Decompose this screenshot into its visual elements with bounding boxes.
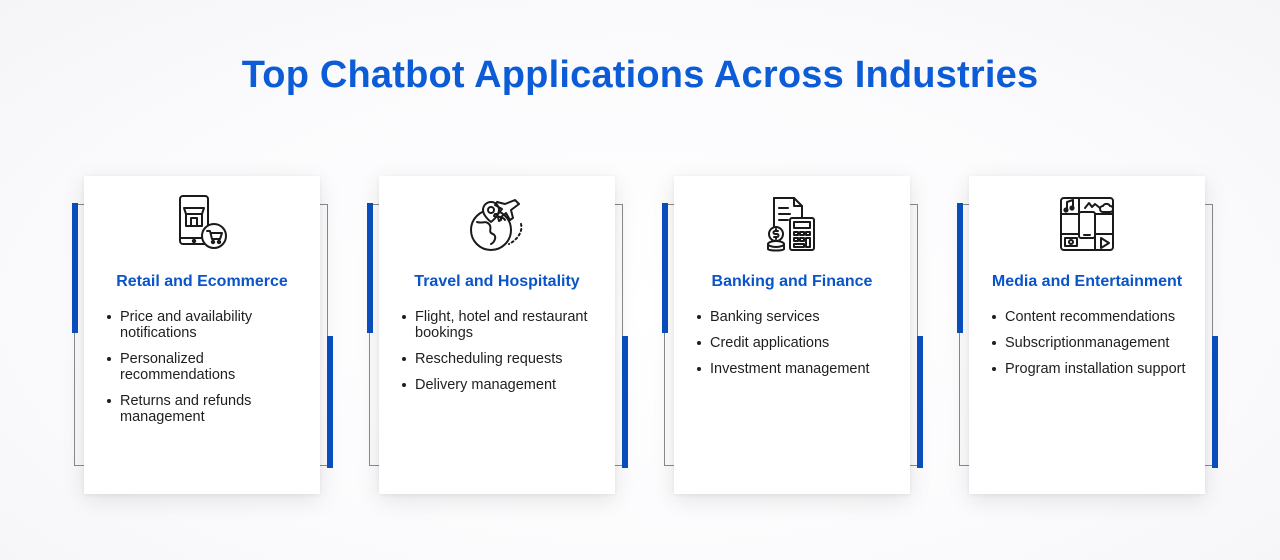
accent-bar-left: [367, 203, 373, 333]
card-list: Flight, hotel and restaurant bookings Re…: [401, 309, 601, 403]
list-item: Subscriptionmanagement: [991, 335, 1191, 351]
globe-airplane-icon: [470, 199, 523, 251]
list-item: Investment management: [696, 361, 896, 377]
card-title: Banking and Finance: [711, 273, 873, 290]
list-item: Banking services: [696, 309, 896, 325]
card-list: Content recommendations Subscriptionmana…: [991, 309, 1191, 387]
list-item: Price and availability notifications: [106, 309, 306, 341]
card-panel: Media and Entertainment Content recommen…: [969, 176, 1205, 494]
list-item: Delivery management: [401, 377, 601, 393]
accent-bar-right: [1212, 336, 1218, 468]
card-list: Price and availability notifications Per…: [106, 309, 306, 435]
accent-bar-left: [662, 203, 668, 333]
card-title: Media and Entertainment: [991, 273, 1183, 290]
accent-bar-left: [957, 203, 963, 333]
list-item: Credit applications: [696, 335, 896, 351]
calculator-coins-icon: [767, 197, 815, 252]
card-panel: Banking and Finance Banking services Cre…: [674, 176, 910, 494]
card-retail: Retail and Ecommerce Price and availabil…: [72, 176, 333, 494]
accent-bar-right: [917, 336, 923, 468]
list-item: Rescheduling requests: [401, 351, 601, 367]
card-list: Banking services Credit applications Inv…: [696, 309, 896, 387]
list-item: Returns and refunds management: [106, 393, 306, 425]
media-devices-icon: [1060, 197, 1114, 251]
card-banking: Banking and Finance Banking services Cre…: [662, 176, 923, 494]
online-store-cart-icon: [179, 195, 227, 249]
list-item: Content recommendations: [991, 309, 1191, 325]
page-title: Top Chatbot Applications Across Industri…: [241, 54, 1039, 96]
list-item: Flight, hotel and restaurant bookings: [401, 309, 601, 341]
list-item: Program installation support: [991, 361, 1191, 377]
card-title: Travel and Hospitality: [414, 273, 580, 290]
list-item: Personalized recommendations: [106, 351, 306, 383]
card-media: Media and Entertainment Content recommen…: [957, 176, 1218, 494]
card-travel: Travel and Hospitality Flight, hotel and…: [367, 176, 628, 494]
accent-bar-left: [72, 203, 78, 333]
accent-bar-right: [622, 336, 628, 468]
card-panel: Retail and Ecommerce Price and availabil…: [84, 176, 320, 494]
card-title: Retail and Ecommerce: [116, 273, 288, 290]
accent-bar-right: [327, 336, 333, 468]
card-panel: Travel and Hospitality Flight, hotel and…: [379, 176, 615, 494]
